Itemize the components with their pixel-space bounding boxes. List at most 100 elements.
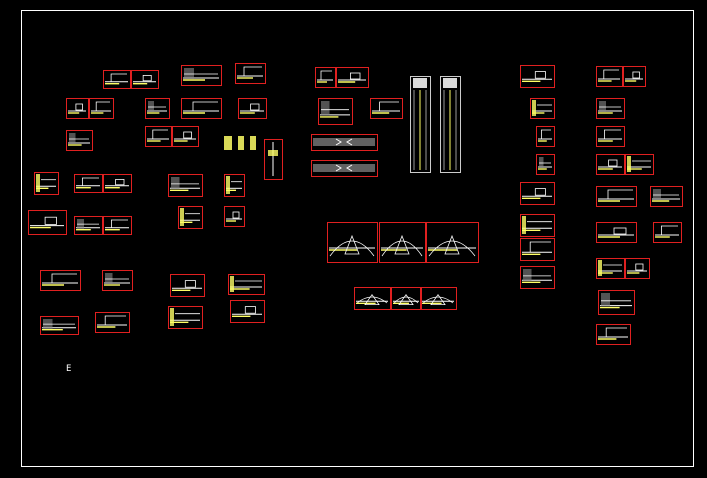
detail-border (391, 287, 422, 310)
detail-border (145, 98, 170, 119)
detail-border (536, 154, 555, 175)
cad-linework (329, 240, 375, 257)
cad-linework (244, 306, 256, 314)
cad-linework (627, 156, 631, 172)
cad-linework (111, 219, 128, 228)
cad-linework (232, 211, 240, 219)
detail-border (596, 258, 625, 279)
detail-border (420, 287, 457, 310)
detail-border (102, 270, 133, 291)
cad-linework (95, 101, 110, 111)
cad-linework (607, 189, 633, 199)
detail-border (28, 210, 67, 235)
cad-linework (44, 216, 57, 225)
detail-border (520, 65, 555, 88)
cad-linework (110, 73, 127, 82)
cad-linework (51, 273, 77, 283)
detail-border (311, 160, 378, 177)
cad-linework (349, 72, 361, 80)
detail-border (596, 324, 631, 345)
cad-linework (313, 138, 375, 146)
detail-border (650, 186, 683, 207)
cad-linework (321, 101, 330, 116)
cad-linework (230, 276, 234, 292)
detail-border (40, 270, 81, 291)
drawing-frame (21, 10, 694, 467)
detail-border (530, 98, 555, 119)
cad-linework (36, 174, 40, 192)
cad-linework (393, 296, 419, 304)
detail-border (66, 98, 89, 119)
cad-linework (379, 101, 399, 111)
vertical-section (440, 76, 461, 173)
cad-linework (170, 308, 174, 326)
cad-linework (428, 240, 476, 257)
cad-linework (344, 234, 360, 255)
cad-linework (381, 240, 423, 257)
detail-border (596, 66, 623, 87)
cad-linework (534, 71, 546, 79)
detail-border (34, 172, 59, 195)
detail-border (181, 65, 222, 86)
cad-linework (541, 129, 551, 139)
detail-border (238, 98, 267, 119)
cad-linework (661, 225, 678, 235)
cad-linework (523, 269, 532, 282)
detail-border (653, 222, 682, 243)
cad-linework (313, 164, 375, 172)
detail-border (596, 98, 625, 119)
cad-linework (522, 216, 526, 234)
detail-border (596, 222, 637, 243)
detail-border (181, 98, 222, 119)
cad-linework (604, 129, 621, 139)
cad-linework (529, 241, 551, 253)
detail-border (89, 98, 114, 119)
detail-border (224, 206, 245, 227)
detail-border (168, 306, 203, 329)
cad-linework (180, 208, 184, 226)
detail-border (311, 134, 378, 151)
cad-linework (534, 188, 546, 196)
detail-border (40, 316, 79, 335)
detail-border (520, 214, 555, 237)
detail-border (625, 258, 650, 279)
cad-linework (394, 234, 410, 255)
cad-linework (422, 296, 454, 304)
cad-linework (598, 260, 602, 276)
detail-border (598, 290, 635, 315)
detail-border (74, 174, 103, 193)
detail-border (170, 274, 205, 297)
cad-linework (250, 103, 260, 111)
detail-border (264, 139, 283, 180)
detail-border (596, 126, 625, 147)
cad-linework (268, 150, 278, 156)
cad-linework (142, 75, 152, 82)
cad-linework (398, 294, 414, 306)
cad-linework (320, 70, 332, 80)
detail-border (379, 222, 426, 263)
cad-linework (115, 178, 125, 186)
cad-linework (105, 273, 113, 284)
cad-linework (413, 78, 427, 88)
cad-linework (444, 234, 460, 255)
drawing-label: E (66, 364, 72, 374)
cad-linework (148, 101, 154, 112)
detail-border (596, 154, 625, 175)
cad-linework (152, 129, 168, 139)
cad-linework (335, 138, 353, 146)
cad-linework (599, 101, 606, 112)
detail-border (172, 126, 199, 147)
cad-linework (364, 294, 380, 306)
vertical-section (410, 76, 431, 173)
cad-linework (75, 103, 83, 111)
cad-linework (171, 177, 180, 190)
detail-border (318, 98, 353, 125)
cad-linework (192, 101, 218, 111)
detail-border (103, 70, 131, 89)
detail-piece (250, 136, 256, 150)
cad-linework (443, 78, 457, 88)
detail-border (145, 126, 172, 147)
detail-border (520, 238, 555, 261)
detail-border (178, 206, 203, 229)
